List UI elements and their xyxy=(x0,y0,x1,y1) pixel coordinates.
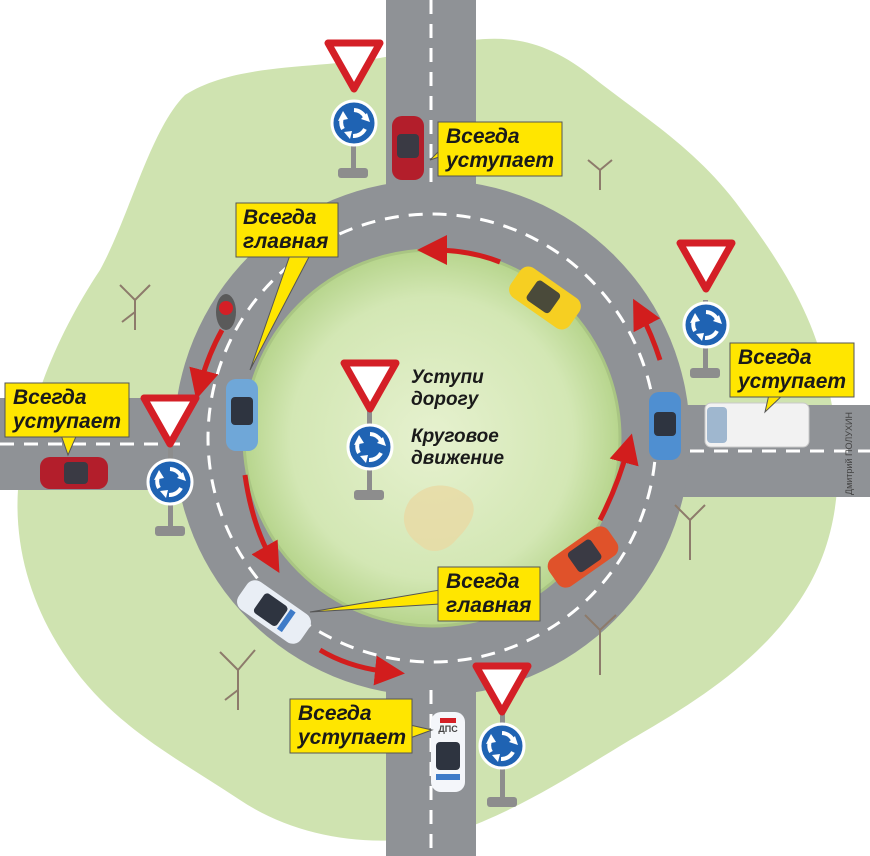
sand-patch xyxy=(403,485,474,552)
callout-left-line1: Всегда xyxy=(13,386,87,409)
callout-bottom-right-line1: Всегда xyxy=(446,570,520,593)
callout-bottom: Всегда уступает xyxy=(289,698,434,754)
callout-bottom-right-line2: главная xyxy=(446,594,531,617)
credit-text: Дмитрий ПОЛУХИН xyxy=(844,412,854,495)
police-car-south: ДПС xyxy=(431,712,465,792)
callout-left: Всегда уступает xyxy=(4,382,130,457)
police-car-label: ДПС xyxy=(438,724,458,734)
callout-top-left-line2: главная xyxy=(243,230,328,253)
white-van xyxy=(704,402,810,448)
red-car-bottom-right xyxy=(547,526,619,588)
sign-post-west xyxy=(144,398,196,536)
legend-roundabout-line1: Круговое xyxy=(411,426,499,447)
bare-tree xyxy=(119,159,706,710)
callout-left-line2: уступает xyxy=(12,410,121,433)
callout-right-line2: уступает xyxy=(737,370,846,393)
blue-car-left xyxy=(226,379,258,451)
motorcyclist xyxy=(216,294,236,330)
direction-arrow xyxy=(242,474,280,574)
direction-arrow xyxy=(318,647,405,686)
roundabout-sign-icon xyxy=(478,722,526,770)
legend-roundabout-line2: движение xyxy=(411,448,504,469)
callout-top-right: Всегда уступает xyxy=(429,121,563,177)
red-car-west xyxy=(40,457,108,489)
callout-top-left: Всегда главная xyxy=(235,202,339,371)
legend-yield-line1: Уступи xyxy=(411,367,484,388)
roundabout-sign-icon xyxy=(682,301,730,349)
blue-car-east xyxy=(649,392,681,460)
callout-right-line1: Всегда xyxy=(738,346,812,369)
legend-signs xyxy=(344,363,396,500)
callout-top-right-line1: Всегда xyxy=(446,125,520,148)
callout-top-left-line1: Всегда xyxy=(243,206,317,229)
roundabout-sign-icon xyxy=(346,423,394,471)
police-car-left xyxy=(237,580,311,644)
legend-yield-line2: дорогу xyxy=(411,389,480,410)
direction-arrow xyxy=(597,433,639,522)
callout-right: Всегда уступает xyxy=(729,342,855,414)
direction-arrow xyxy=(633,298,663,361)
callout-bottom-line2: уступает xyxy=(297,726,406,749)
sign-post-east xyxy=(680,243,732,378)
roundabout-sign-icon xyxy=(146,458,194,506)
yellow-taxi xyxy=(509,266,581,330)
red-car-north xyxy=(392,116,424,180)
sign-post-south xyxy=(476,666,528,807)
direction-arrow xyxy=(189,328,225,400)
callout-bottom-right: Всегда главная xyxy=(309,566,541,622)
roundabout-sign-icon xyxy=(330,99,378,147)
callout-bottom-line1: Всегда xyxy=(298,702,372,725)
direction-arrow xyxy=(417,235,501,266)
sign-post-north xyxy=(328,43,380,178)
callout-top-right-line2: уступает xyxy=(445,149,554,172)
